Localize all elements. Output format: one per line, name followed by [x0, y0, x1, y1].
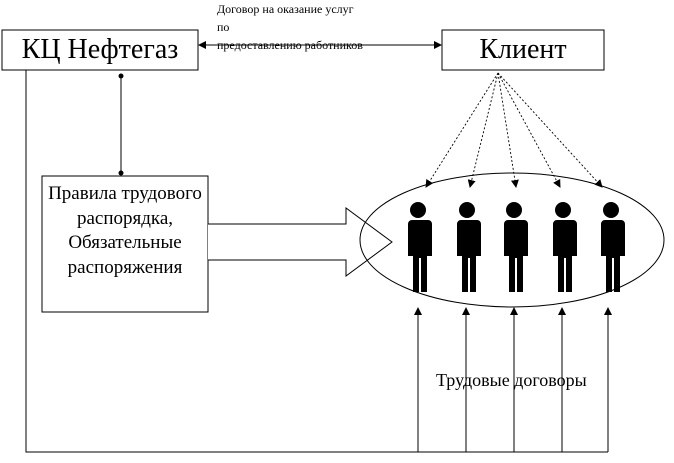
- company-node: [1, 29, 199, 71]
- worker-icon: [457, 202, 481, 292]
- connector-dot-top: [118, 73, 124, 79]
- worker-icon: [408, 202, 432, 292]
- client-to-workers-arrows: [425, 72, 603, 188]
- connector-dot-bottom: [118, 170, 124, 176]
- client-label: Клиент: [479, 34, 567, 65]
- worker-icon: [504, 202, 528, 292]
- block-arrow: [208, 207, 393, 277]
- company-bottom-connector: [25, 70, 608, 453]
- labor-contract-arrows: [414, 307, 612, 452]
- worker-icon: [553, 202, 577, 292]
- company-label: КЦ Нефтегаз: [21, 34, 179, 65]
- contract-label: Договор на оказание услуг по предоставле…: [217, 2, 363, 52]
- worker-icons: [408, 202, 625, 292]
- rules-label: Правила трудового распорядка, Обязательн…: [48, 183, 202, 278]
- labor-contracts-label: Трудовые договоры: [436, 370, 587, 390]
- client-node: [441, 29, 605, 71]
- worker-icon: [601, 202, 625, 292]
